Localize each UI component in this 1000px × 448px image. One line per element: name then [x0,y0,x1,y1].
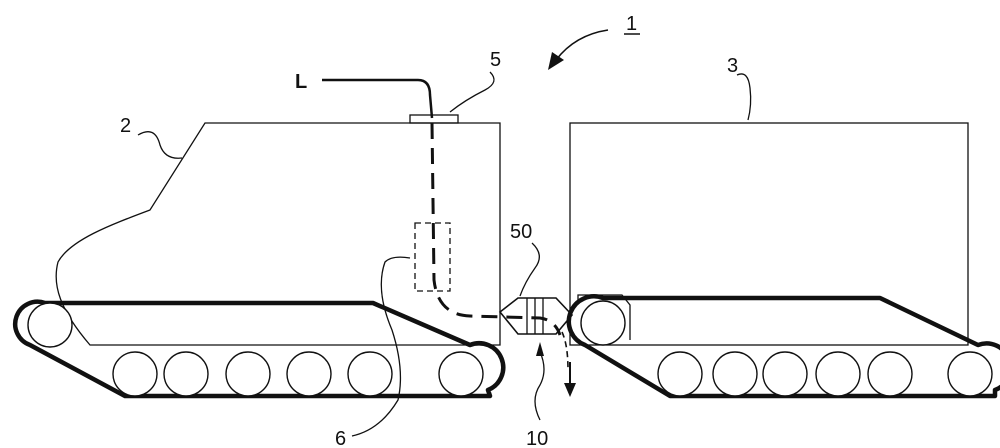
leader-1-arrowhead [548,52,564,70]
leader-50 [519,242,540,297]
leader-2 [137,131,183,159]
coupling-unit [498,297,574,335]
label-line: L [295,71,307,93]
front-sprocket-wheel [438,351,484,397]
coupling-body [498,297,574,335]
front-road-wheel [225,351,271,397]
rear-track-belt [566,294,1000,399]
line-internal [430,122,562,336]
rear-idler-wheel [580,300,626,346]
leader-3 [736,73,752,121]
leader-1 [555,29,609,61]
label-inlet: 5 [490,49,501,71]
rear-road-wheel [867,351,913,397]
label-rear-vehicle: 3 [727,55,738,77]
rear-road-wheel [657,351,703,397]
front-road-wheel [112,351,158,397]
front-track [12,299,506,399]
outlet-flow-line [561,331,569,371]
hitch-bracket [577,294,631,340]
front-road-wheel [347,351,393,397]
front-road-wheel [286,351,332,397]
rear-road-wheel [712,351,758,397]
leader-6 [351,256,411,437]
front-vehicle-body [55,122,501,346]
rear-vehicle-body [569,122,969,346]
rear-road-wheel [762,351,808,397]
label-front-vehicle: 2 [120,115,131,137]
label-assembly: 1 [626,13,637,35]
inlet-plate [409,114,459,124]
outlet-arrow-head [564,383,576,397]
front-track-belt [12,299,506,399]
front-idler-wheel [27,302,73,348]
label-coupling: 50 [510,221,532,243]
rear-track [566,294,1000,399]
label-tank: 6 [335,428,346,448]
tank-outline [414,222,451,292]
front-road-wheel [163,351,209,397]
label-outlet: 10 [526,428,548,448]
rear-sprocket-wheel [947,351,993,397]
leader-10-arrowhead [536,342,544,356]
leader-10 [534,351,545,421]
leader-5 [449,71,495,113]
rear-road-wheel [815,351,861,397]
line-external [322,78,434,119]
